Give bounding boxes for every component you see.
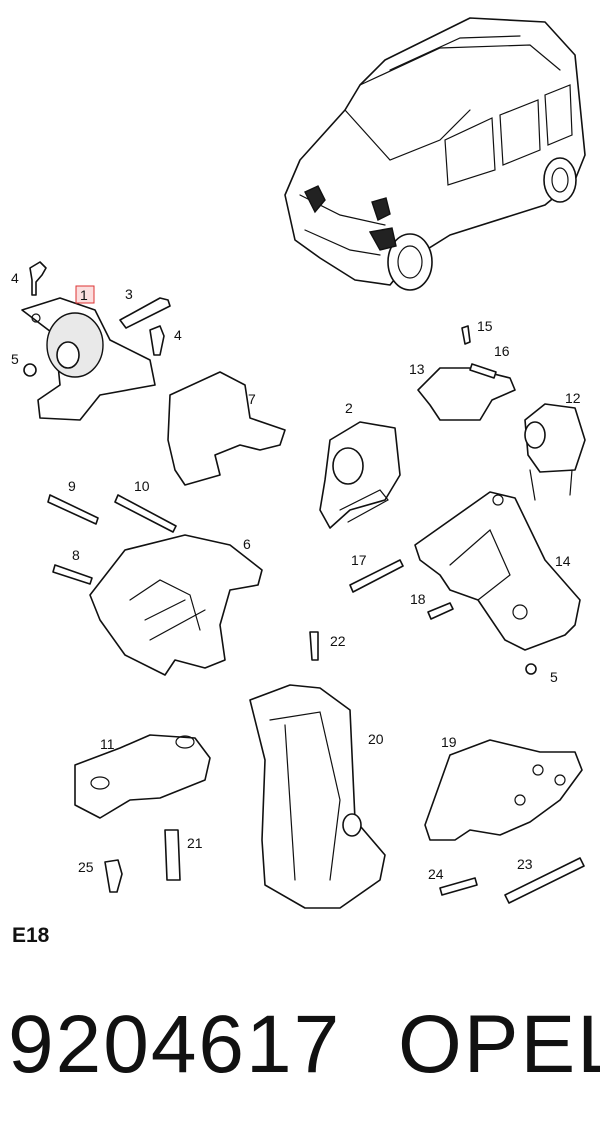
callout-9: 9 [68,478,76,494]
callout-3: 3 [125,286,133,302]
callout-17: 17 [351,552,367,568]
callout-19: 19 [441,734,457,750]
callout-20: 20 [368,731,384,747]
part-19-bracket [424,739,583,841]
callout-25: 25 [78,859,94,875]
part-12-mount [524,403,586,501]
part-number: 9204617 [8,999,342,1090]
callout-labels: 1 2 3 4 4 5 5 6 7 8 9 10 11 12 13 14 15 … [11,270,581,882]
callout-10: 10 [134,478,150,494]
callout-5: 5 [11,351,19,367]
part-7-bracket [167,371,286,486]
parts-diagram: 1 2 3 4 4 5 5 6 7 8 9 10 11 12 13 14 15 … [11,17,586,909]
callout-11: 11 [100,736,115,752]
highlighted-callout-box [75,285,95,304]
callout-24: 24 [428,866,444,882]
callout-15: 15 [477,318,493,334]
callout-2: 2 [345,400,353,416]
callout-4: 4 [11,270,19,286]
callout-18: 18 [410,591,426,607]
callout-7: 7 [248,391,256,407]
callout-22: 22 [330,633,346,649]
callout-21: 21 [187,835,203,851]
callout-14: 14 [555,553,571,569]
part-14-bracket [414,491,581,651]
part-13-bracket [417,367,516,421]
part-2-engine-mount [319,421,401,529]
brand-name: OPEL [398,999,600,1090]
callout-8: 8 [72,547,80,563]
part-20-bracket [249,684,386,909]
part-11-bracket [74,734,211,819]
part-1-engine-mount [21,297,156,421]
callout-6: 6 [243,536,251,552]
callout-5: 5 [550,669,558,685]
callout-13: 13 [409,361,425,377]
callout-23: 23 [517,856,533,872]
callout-12: 12 [565,390,581,406]
callout-1: 1 [80,287,88,303]
vehicle-illustration [284,17,586,291]
callout-4: 4 [174,327,182,343]
part-6-bracket [89,534,263,676]
section-code: E18 [12,924,50,947]
callout-16: 16 [494,343,510,359]
bolt-parts [23,261,585,904]
